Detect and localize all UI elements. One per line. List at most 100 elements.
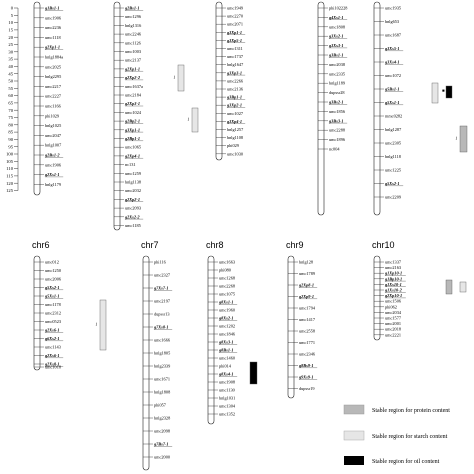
marker-label: phi080 [219, 268, 231, 273]
qtl-marker-label: g3Xp2-1 [226, 103, 242, 108]
scale-label: 85 [8, 130, 13, 135]
qtl-marker-label: g5Xs1-1 [384, 100, 400, 105]
chromosome-chr9: chr9bnlg128umc1789g2Xp8-1g2Xp9-1umc1794u… [286, 240, 318, 399]
marker-label: umc1143 [45, 345, 61, 350]
marker-label: umc012 [45, 260, 59, 265]
marker-label: umc1075 [219, 292, 235, 297]
marker-label: umc1856 [329, 109, 346, 114]
chromosome-title: chr9 [286, 240, 304, 250]
legend-protein-label: Stable region for protein content [372, 407, 450, 414]
scale-label: 75 [8, 115, 13, 120]
qtl-marker-label: g2Xp2-2 [124, 75, 141, 80]
qtl-marker-label: g3Bp1-1 [226, 95, 242, 100]
marker-label: bnlg1884a [45, 55, 63, 60]
marker-label: umc1072 [385, 73, 401, 78]
marker-label: phi057 [154, 403, 167, 408]
marker-label: umc2163 [385, 265, 401, 270]
qtl-marker-label: g3Bs1-1 [328, 53, 344, 58]
qtl-marker-label: g8Xs3-1 [218, 340, 234, 345]
chromosome-chr1: g1Bs1-1umc1906umc2236umc1118g2Xp1-1bnlg1… [33, 1, 63, 196]
chromosome-title: chr8 [206, 240, 224, 250]
marker-label: umc1637a [125, 84, 143, 89]
marker-label: umc1896 [329, 137, 346, 142]
scale-label: 70 [8, 108, 13, 113]
region-tag: j [187, 116, 189, 121]
marker-label: umc1577 [385, 316, 402, 321]
legend-starch-label: Stable region for starch content [372, 433, 448, 440]
chromosome-chr4: phi102228g4Xs1-1umc1808g3Xs2-1g3Xs3-1g3B… [317, 1, 347, 216]
qtl-marker-label: g5Xs2-1 [384, 181, 400, 186]
marker-label: umc1337 [385, 260, 402, 265]
scale-label: 5 [11, 13, 14, 18]
marker-label: umc1018 [45, 365, 61, 370]
marker-label: umc1185 [125, 223, 141, 228]
qtl-marker-label: g8Xs2-1 [218, 316, 234, 321]
marker-label: bnlg2328 [154, 416, 170, 421]
marker-label: umc2001 [385, 321, 401, 326]
chromosome-bar [113, 1, 121, 231]
qtl-marker-label: g3Bs3-1 [328, 118, 344, 123]
scale-label: 95 [8, 144, 13, 149]
legend: Stable region for protein content Stable… [343, 404, 450, 465]
qtl-marker-label: g3Bs2-1 [328, 100, 344, 105]
marker-label: umc2335 [329, 71, 345, 76]
qtl-marker-label: g3Xs3-1 [328, 43, 344, 48]
qtl-marker-label: g2Xs6-1 [44, 328, 60, 333]
marker-label: umc2006 [45, 277, 62, 282]
starch-region [459, 281, 467, 293]
marker-label: umc1949 [227, 6, 243, 11]
marker-label: umc1126 [125, 40, 142, 45]
marker-label: umc1003 [125, 49, 141, 54]
marker-label: umc2047 [45, 133, 62, 138]
qtl-marker-label: g9Xs9-1 [298, 375, 314, 380]
scale-label: 50 [8, 79, 13, 84]
marker-label: bnlg1138 [125, 180, 141, 185]
marker-label: umc2217 [45, 84, 62, 89]
marker-label: umc2270 [227, 14, 243, 19]
marker-label: umc2227 [45, 94, 62, 99]
chromosome-chr7: chr7phi116umc2327g7Xs7-1umc2197dupssr13g… [141, 240, 173, 471]
marker-label: umc1908 [219, 380, 235, 385]
qtl-marker-label: g7Xs8-1 [153, 325, 169, 330]
legend-oil-label: Stable region for oil content [372, 458, 440, 465]
marker-label: umc1794 [299, 306, 316, 311]
marker-label: umc1687 [385, 33, 402, 38]
qtl-marker-label: g2Bp1-1 [124, 136, 140, 141]
marker-label: bnlg1287 [385, 127, 402, 132]
marker-label: bnlg1316 [125, 23, 142, 28]
chromosome-bar [142, 255, 150, 471]
scale-label: 100 [6, 152, 14, 157]
region-tag: j [95, 321, 97, 326]
marker-label: bnlg1031 [219, 396, 235, 401]
marker-label: umc2071 [227, 22, 243, 27]
scale-label: 120 [6, 181, 14, 186]
scale-label: 125 [6, 188, 14, 193]
qtl-marker-label: g1Xs10-1 [384, 282, 402, 287]
region-tag: j [455, 135, 457, 140]
qtl-marker-label: g1Bp10-1 [384, 276, 402, 281]
marker-label: umc2327 [154, 273, 171, 278]
qtl-marker-label: g4Xs1-1 [328, 15, 344, 20]
marker-label: umc2034 [385, 310, 402, 315]
marker-label: umc1225 [385, 168, 401, 173]
marker-label: umc2268 [219, 284, 235, 289]
protein-region [459, 125, 468, 153]
qtl-marker-label: g2Xp4-1 [124, 153, 140, 158]
legend-swatch-starch [343, 430, 365, 441]
marker-label: umc1259 [125, 171, 141, 176]
marker-label: umc1935 [385, 6, 401, 11]
chromosome-bar [287, 255, 295, 399]
chromosome-title: chr6 [32, 240, 50, 250]
marker-label: umc1460 [219, 356, 235, 361]
qtl-marker-label: g2Xs2-2 [124, 214, 140, 219]
oil-region [249, 361, 258, 385]
marker-label: bnlg2295 [45, 74, 61, 79]
marker-label: umc2025 [45, 64, 61, 69]
chromosome-chr5: umc1935bnlg653umc1687g3Xs5-1g3Xs4-1umc10… [373, 1, 404, 216]
marker-label: umc2305 [385, 141, 401, 146]
chromosome-group: g1Bs1-1umc1906umc2236umc1118g2Xp1-1bnlg1… [32, 1, 406, 471]
marker-label: umc1304 [219, 404, 236, 409]
chromosome-bar [373, 255, 381, 341]
region-tag: ■ [442, 88, 445, 93]
chromosome-chr3: umc1949umc2270umc2071g3Xp1-1g3Xp5-1umc13… [215, 1, 246, 161]
